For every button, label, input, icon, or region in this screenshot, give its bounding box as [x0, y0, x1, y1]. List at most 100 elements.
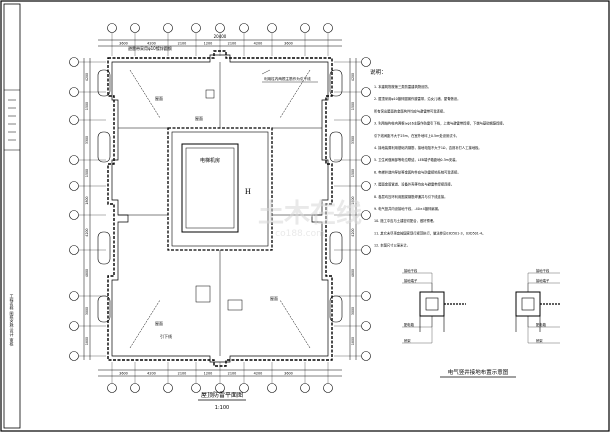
note-line: 7. 屋面金属管道、设备外壳等均应与避雷带焊接连接。	[374, 182, 454, 187]
detail-label: 接地干线	[404, 268, 418, 273]
notes-lines: 1. 本建筑物按第三类防雷建筑物设防。 2. 屋顶采用φ10镀锌圆钢作避雷带，沿女…	[374, 84, 506, 248]
dimension-label: 4200	[147, 42, 156, 46]
note-line: 5. 卫生间做局部等电位联结，LEB端子箱距地0.3m安装。	[374, 157, 459, 162]
roof-label-left: 屋面	[195, 115, 203, 121]
note-line: 9. 电气竖井内设接地干线，-40×4镀锌扁钢。	[374, 206, 441, 211]
axis-bubble-left	[69, 57, 106, 67]
dimension-label: 1800	[351, 337, 355, 345]
axis-bubble-left	[69, 351, 106, 361]
dimension-label: 3300	[351, 136, 355, 144]
right-axis-bubbles	[334, 57, 371, 361]
dimension-label: 1500	[351, 169, 355, 177]
dimension-label: 4800	[85, 269, 89, 277]
axis-bubble-left	[69, 181, 106, 191]
dimension-label: 4200	[85, 73, 89, 81]
note-line: 4. 接地装置利用基础内钢筋，接地电阻不大于1Ω，否则补打人工接地极。	[374, 145, 482, 150]
axis-bubble-right	[334, 87, 371, 97]
dimension-label: 2100	[228, 42, 237, 46]
dimension-label: 1500	[351, 102, 355, 110]
dimension-label: 4200	[254, 372, 263, 376]
dimension-label: 4200	[351, 73, 355, 81]
axis-bubble-top	[107, 23, 117, 56]
lightning-belt	[107, 50, 333, 367]
watermark: 土木在线	[258, 199, 362, 229]
dimension-label: 3000	[351, 307, 355, 315]
core-wall	[171, 131, 269, 247]
axis-bubble-left	[69, 245, 106, 255]
dimension-label: 1800	[85, 337, 89, 345]
dimension-label: 3600	[284, 42, 293, 46]
top-axis-bubbles	[107, 23, 333, 56]
axis-bubble-top	[239, 23, 249, 56]
elevator-shaft	[181, 143, 239, 233]
dimension-label: 2100	[228, 372, 237, 376]
axis-bubble-right	[334, 291, 371, 301]
section-mark: H	[245, 187, 251, 196]
roof-plan: 3600 4200 2100 1200 2100 4200 3600 3600 4200 210…	[69, 23, 371, 411]
detail-label: 桥架	[404, 338, 411, 343]
title-strip	[3, 3, 21, 429]
callout-text: 利用柱内两根主筋作为引下线	[264, 76, 311, 81]
dimension-label: 3600	[284, 372, 293, 376]
note-line: 所有突出屋面的金属构件均应与避雷带可靠连接。	[374, 108, 447, 113]
axis-bubble-right	[334, 210, 371, 220]
dimension-label: 4200	[147, 372, 156, 376]
notes-block: 说明： 1. 本建筑物按第三类防雷建筑物设防。 2. 屋顶采用φ10镀锌圆钢作避雷…	[370, 68, 506, 248]
dimension-label: 1500	[85, 169, 89, 177]
core-belt	[167, 127, 273, 251]
note-line: 10. 施工中应与土建密切配合，做好预埋。	[374, 218, 436, 223]
note-line: 6. 电梯井道内导轨等金属构件应与防雷接地系统可靠连接。	[374, 169, 461, 174]
axis-bubble-top	[163, 23, 173, 56]
dimension-label: 1200	[204, 42, 213, 46]
axis-bubble-bottom	[300, 362, 310, 393]
plan-scale: 1:100	[215, 405, 229, 411]
axis-bubble-bottom	[163, 362, 173, 393]
mid-label-a: 屋面	[155, 95, 163, 101]
dimension-label: 4200	[351, 228, 355, 236]
dimension-label: 3300	[85, 136, 89, 144]
dimension-label: 3600	[119, 42, 128, 46]
left-axis-bubbles	[69, 57, 106, 361]
mid-label-b: 屋面	[155, 320, 163, 326]
total-dimension-top: 20400	[214, 34, 227, 39]
note-line: 11. 其它未尽事宜按国家现行规范执行，做法参见03D501-3，03D501-…	[374, 230, 485, 235]
detail-label: 接地端子	[536, 278, 550, 283]
axis-bubble-left	[69, 321, 106, 331]
side-bays	[97, 69, 343, 323]
axis-bubble-right	[334, 181, 371, 191]
notes-heading: 说明：	[370, 68, 387, 76]
dimension-label: 1500	[85, 102, 89, 110]
note-line: 引下线间距不大于25m，在室外地坪上0.5m处设测试卡。	[374, 133, 459, 138]
dimension-label: 2100	[178, 42, 187, 46]
axis-bubble-bottom	[130, 362, 140, 393]
note-line: 1. 本建筑物按第三类防雷建筑物设防。	[374, 84, 431, 89]
title-strip-text: 工程名称 图纸名称 设计 审核	[10, 294, 15, 347]
dimension-label: 3600	[119, 372, 128, 376]
roof-label-right: 屋面	[270, 295, 278, 301]
dimension-label: 2100	[178, 372, 187, 376]
axis-bubble-top	[191, 23, 201, 56]
dimension-label: 1800	[351, 196, 355, 204]
detail-label: 桥架	[536, 338, 543, 343]
axis-bubble-left	[69, 87, 106, 97]
note-line: 2. 屋顶采用φ10镀锌圆钢作避雷带，沿女儿墙、屋脊敷设。	[374, 96, 460, 101]
note-line: 8. 各层均压环利用圈梁钢筋焊通并与引下线连接。	[374, 194, 447, 199]
axis-bubble-right	[334, 115, 371, 125]
axis-bubble-top	[300, 23, 310, 56]
detail-title: 电气竖井接地布置示意图	[448, 368, 509, 376]
axis-bubble-right	[334, 321, 371, 331]
building-outline	[111, 54, 329, 363]
axis-bubble-left	[69, 291, 106, 301]
detail-label: 接地端子	[404, 278, 418, 283]
axis-bubble-bottom	[107, 362, 117, 393]
detail-label: 接地干线	[536, 268, 550, 273]
note-line: 12. 本图尺寸以毫米计。	[374, 243, 410, 248]
axis-bubble-top	[267, 23, 277, 56]
detail-right-box	[515, 291, 541, 317]
